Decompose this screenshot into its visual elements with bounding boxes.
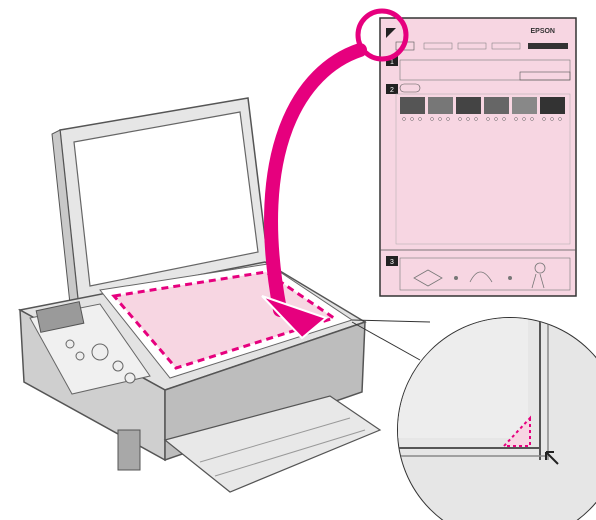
photo-thumbnail xyxy=(540,97,565,114)
zoom-callout xyxy=(398,318,596,520)
brand-label: EPSON xyxy=(530,28,555,35)
svg-text:2: 2 xyxy=(390,87,394,94)
photo-thumbnail xyxy=(484,97,509,114)
svg-text:1: 1 xyxy=(390,59,394,66)
photo-thumbnail xyxy=(456,97,481,114)
photo-thumbnail xyxy=(512,97,537,114)
index-sheet: EPSON 1 2 3 xyxy=(380,18,576,296)
photo-thumbnail xyxy=(428,97,453,114)
printer-illustration xyxy=(20,98,380,492)
svg-text:3: 3 xyxy=(390,259,394,266)
photo-thumbnail xyxy=(400,97,425,114)
